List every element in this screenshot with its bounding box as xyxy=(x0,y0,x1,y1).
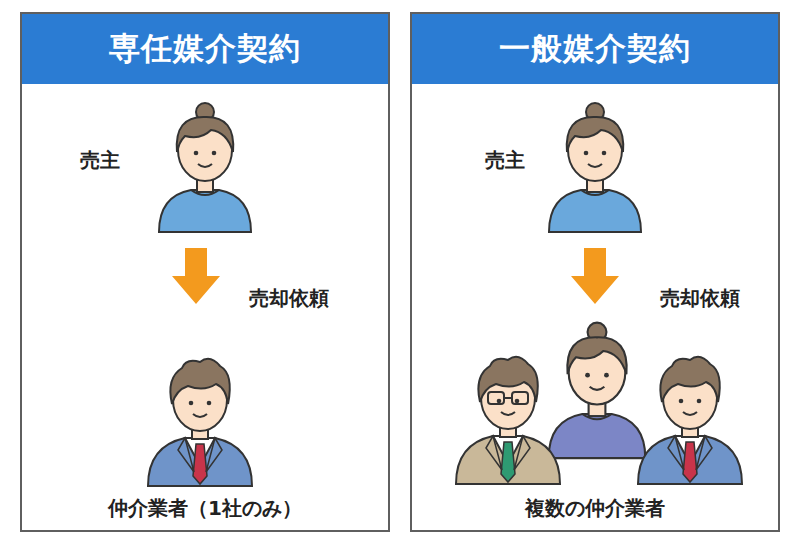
panel-title: 専任媒介契約 xyxy=(109,28,301,70)
panel-header: 一般媒介契約 xyxy=(412,14,778,84)
panel-title: 一般媒介契約 xyxy=(499,28,691,70)
contract-panel: 一般媒介契約 xyxy=(410,12,780,532)
caption-label: 売主 xyxy=(485,147,525,174)
panel-header: 専任媒介契約 xyxy=(22,14,388,84)
caption-label: 売却依頼 xyxy=(660,285,740,312)
caption-label: 売却依頼 xyxy=(249,285,329,312)
caption-label: 複数の仲介業者 xyxy=(525,495,665,522)
caption-label: 仲介業者（1社のみ） xyxy=(108,495,302,522)
contract-panel: 専任媒介契約 xyxy=(20,12,390,532)
caption-label: 売主 xyxy=(80,147,120,174)
